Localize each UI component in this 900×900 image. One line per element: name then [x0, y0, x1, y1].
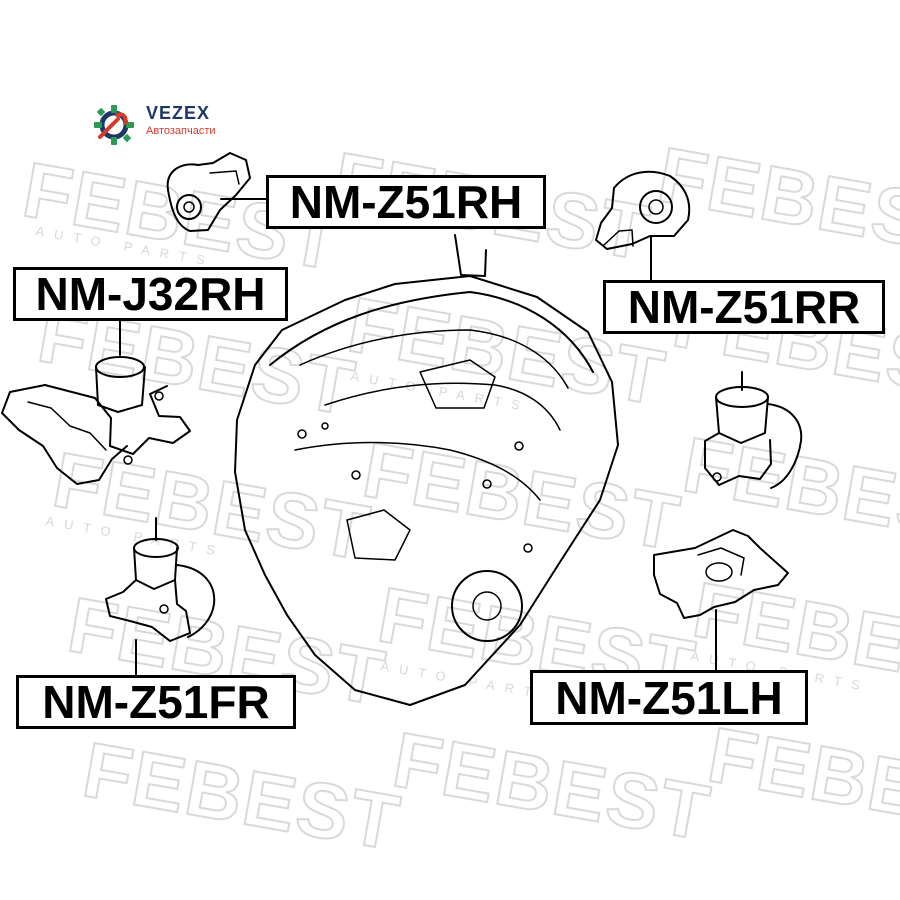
vezex-logo: VEZEX Автозапчасти — [92, 103, 272, 149]
part-nm-z51fr-drawing — [105, 517, 216, 676]
part-right-mid-drawing — [704, 371, 803, 489]
engine-block-drawing — [234, 234, 619, 706]
brand-subtitle: Автозапчасти — [146, 125, 216, 137]
label-nm-z51rr[interactable]: NM-Z51RR — [603, 280, 885, 334]
part-nm-z51lh-drawing — [653, 529, 789, 671]
watermark-word: FEBEST — [77, 725, 407, 867]
label-nm-z51rh[interactable]: NM-Z51RH — [266, 175, 546, 229]
label-nm-z51lh[interactable]: NM-Z51LH — [530, 670, 808, 725]
label-nm-z51fr[interactable]: NM-Z51FR — [16, 675, 296, 729]
part-nm-z51rh-drawing — [166, 152, 267, 232]
part-nm-j32rh-drawing — [1, 319, 191, 485]
part-nm-z51rr-drawing — [595, 170, 691, 281]
gear-wrench-icon — [94, 105, 134, 145]
watermark-word: FEBEST — [702, 710, 900, 852]
watermark-layer: FEBEST FEBEST FEBEST FEBEST FEBEST FEBES… — [16, 129, 900, 868]
brand-name: VEZEX — [146, 103, 211, 123]
label-nm-j32rh[interactable]: NM-J32RH — [13, 267, 288, 321]
watermark-word: FEBEST — [387, 715, 717, 857]
watermark-word: FEBEST — [357, 425, 687, 567]
